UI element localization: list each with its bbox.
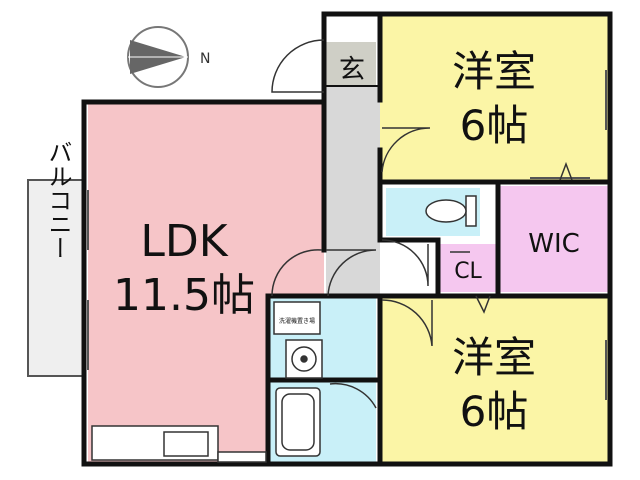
hallway-fill — [326, 86, 380, 296]
compass-north-icon: N — [127, 26, 210, 88]
walls — [81, 11, 613, 467]
compass-north-label: N — [200, 51, 210, 67]
western-room-bottom-size: 6帖 — [460, 387, 529, 436]
western-room-bottom-title: 洋室 — [452, 333, 536, 382]
western-room-top-fill — [380, 16, 608, 180]
western-room-top-title: 洋室 — [452, 47, 536, 96]
entrance-label: 玄 — [339, 55, 365, 85]
washer-space-box: 洗濯機置き場 — [273, 301, 321, 335]
wic-label: WIC — [528, 229, 580, 259]
shoe-box — [217, 451, 267, 463]
doors — [271, 39, 573, 409]
balcony-fill — [27, 179, 85, 377]
balcony-label: バルコニー — [44, 140, 72, 260]
entrance-fill — [326, 42, 376, 86]
kitchen-counter — [91, 425, 219, 461]
bathtub-icon — [275, 387, 321, 457]
ldk-title: LDK — [140, 216, 228, 267]
washbasin-icon — [285, 339, 323, 379]
toilet-icon — [425, 195, 477, 227]
washer-space-label: 洗濯機置き場 — [279, 317, 315, 325]
western-room-bottom-fill — [380, 296, 608, 462]
ldk-size: 11.5帖 — [113, 270, 255, 321]
closet-label: CL — [454, 259, 482, 284]
western-room-top-size: 6帖 — [460, 101, 529, 150]
wic-fill — [500, 186, 608, 292]
